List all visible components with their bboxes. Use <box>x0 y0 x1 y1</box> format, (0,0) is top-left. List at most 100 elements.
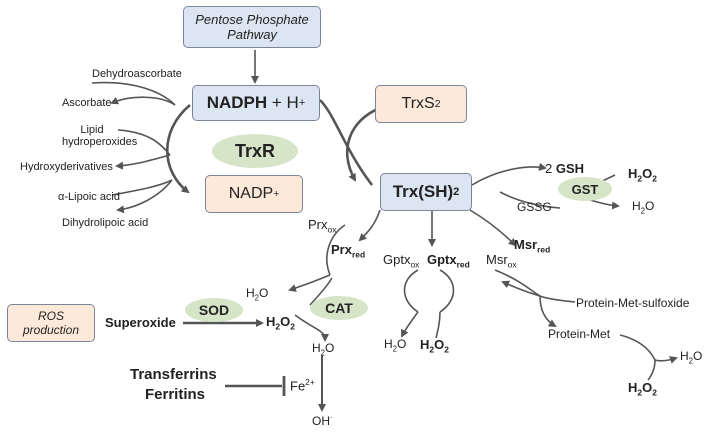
h2o2-a-o: O <box>642 166 653 181</box>
oh-text: OH <box>312 414 330 428</box>
arc-prx-h2o <box>288 274 331 292</box>
nadph-plus: + H <box>271 92 299 112</box>
arc-gptx-h2o <box>401 311 419 338</box>
arc-met-h2o-out <box>654 356 678 364</box>
label-h2o-gptx: H2O <box>384 337 407 354</box>
label-gssg: GSSG <box>517 200 552 214</box>
h2o-e-sub: 2 <box>688 356 694 366</box>
h2o-a-sub: 2 <box>640 206 646 216</box>
arc-msr-protein <box>539 295 557 328</box>
h2o2-d-o: O <box>642 380 653 395</box>
h2o2-c-o: O <box>434 337 445 352</box>
arrow-trx-to-prxred <box>358 209 381 242</box>
arc-msr <box>494 269 541 297</box>
nadp-sup: + <box>273 188 280 200</box>
fe-sup: 2+ <box>305 377 315 387</box>
h2o2-a-h: H <box>628 166 638 181</box>
arrow-nadph-to-nadp <box>166 104 191 194</box>
arc-met-h2o2 <box>647 359 656 381</box>
h2o-d-h: H <box>312 341 321 355</box>
h2o-a-o: O <box>645 199 655 213</box>
h2o-c-sub: 2 <box>392 344 398 354</box>
label-dehydroascorbate: Dehydroascorbate <box>92 68 182 80</box>
label-hydroxyderivatives: Hydroxyderivatives <box>20 161 113 173</box>
ppp-label: Pentose Phosphate Pathway <box>195 12 309 42</box>
gst-label: GST <box>571 181 599 197</box>
gsh-coef: 2 <box>545 161 553 176</box>
trxsh-label: Trx(SH) <box>392 182 454 201</box>
label-h2o-msr: H2O <box>680 349 702 366</box>
box-nadp: NADP+ <box>205 175 303 213</box>
label-superoxide: Superoxide <box>105 315 176 330</box>
label-h2o2-gst: H2O2 <box>628 166 657 184</box>
box-trx-sh2: Trx(SH)2 <box>380 173 472 211</box>
h2o-b-o: O <box>259 286 269 300</box>
h2o-c-o: O <box>397 337 407 351</box>
h2o2-b-sub: 2 <box>275 321 281 332</box>
h2o-b-sub: 2 <box>254 293 260 303</box>
arc-met-h2o <box>619 334 656 361</box>
label-h2o2-sod: H2O2 <box>266 314 295 332</box>
h2o-b-h: H <box>246 286 255 300</box>
label-gptx-ox: Gptxox <box>383 252 420 270</box>
arc-cat <box>294 314 329 342</box>
trxs2-label: TrxS <box>401 95 435 112</box>
label-prx-red: Prxred <box>331 242 365 260</box>
arc-ascorbate-in <box>110 96 176 106</box>
prx-ox-text: Prx <box>308 217 328 232</box>
h2o2-b-sub2: 2 <box>290 321 295 332</box>
label-lipoic-acid: α-Lipoic acid <box>58 191 120 203</box>
gptx-ox-sub: ox <box>410 259 420 270</box>
h2o-d-sub: 2 <box>320 348 326 358</box>
label-protein-met: Protein-Met <box>548 327 611 341</box>
nadp-label: NADP <box>228 185 274 202</box>
arrow-trx-to-msr <box>469 209 517 247</box>
enzyme-gst: GST <box>558 177 612 201</box>
arc-gsh <box>471 162 547 186</box>
arc-gptx-right <box>439 269 455 313</box>
h2o2-a-sub: 2 <box>637 173 643 184</box>
label-msr-red: Msrred <box>514 237 551 255</box>
prx-red-text: Prx <box>331 242 352 257</box>
arc-gssg <box>499 191 561 209</box>
fe-text: Fe <box>290 378 306 394</box>
label-lipid-hydroperoxides: Lipid hydroperoxides <box>62 124 138 149</box>
arc-prx-ox <box>326 224 346 276</box>
arc-gptx-h2o2 <box>435 311 441 339</box>
label-fe2: Fe2+ <box>290 377 315 394</box>
arc-lipoic-in <box>116 179 173 214</box>
trxs2-sub: 2 <box>434 98 441 110</box>
arc-msr-oxidized <box>501 280 541 297</box>
h2o2-c-sub2: 2 <box>444 344 449 355</box>
label-h2o2-gptx: H2O2 <box>420 337 449 355</box>
h2o2-c-h: H <box>420 337 430 352</box>
arc-lipoic <box>111 179 173 196</box>
enzyme-sod: SOD <box>185 298 243 322</box>
h2o-c-h: H <box>384 337 393 351</box>
h2o2-d-sub2: 2 <box>652 387 657 398</box>
h2o-e-h: H <box>680 349 689 363</box>
box-ros-production: ROS production <box>7 304 95 342</box>
h2o-d-o: O <box>325 341 335 355</box>
gsh-label: GSH <box>555 161 585 176</box>
msr-red-sub: red <box>537 244 551 255</box>
label-gptx-red: Gptxred <box>427 252 470 270</box>
gptx-red-sub: red <box>456 259 470 270</box>
prx-ox-sub: ox <box>327 224 337 235</box>
label-h2o-gst: H2O <box>632 199 655 216</box>
arc-gptx-left <box>403 269 419 313</box>
h2o2-b-h: H <box>266 314 276 329</box>
trxr-label: TrxR <box>234 140 276 161</box>
nadph-plus-sup: + <box>298 97 306 109</box>
label-h2o2-msr: H2O2 <box>628 380 657 398</box>
label-ascorbate: Ascorbate <box>62 97 112 109</box>
box-pentose-phosphate-pathway: Pentose Phosphate Pathway <box>183 6 321 48</box>
label-prx-ox: Prxox <box>308 217 337 235</box>
ros-label: ROS production <box>22 309 80 337</box>
box-nadph: NADPH + H+ <box>192 85 320 121</box>
h2o2-a-sub2: 2 <box>652 173 657 184</box>
arc-msr-sulfoxide <box>539 295 576 303</box>
oh-sup: · <box>330 413 333 422</box>
cat-label: CAT <box>325 300 353 316</box>
